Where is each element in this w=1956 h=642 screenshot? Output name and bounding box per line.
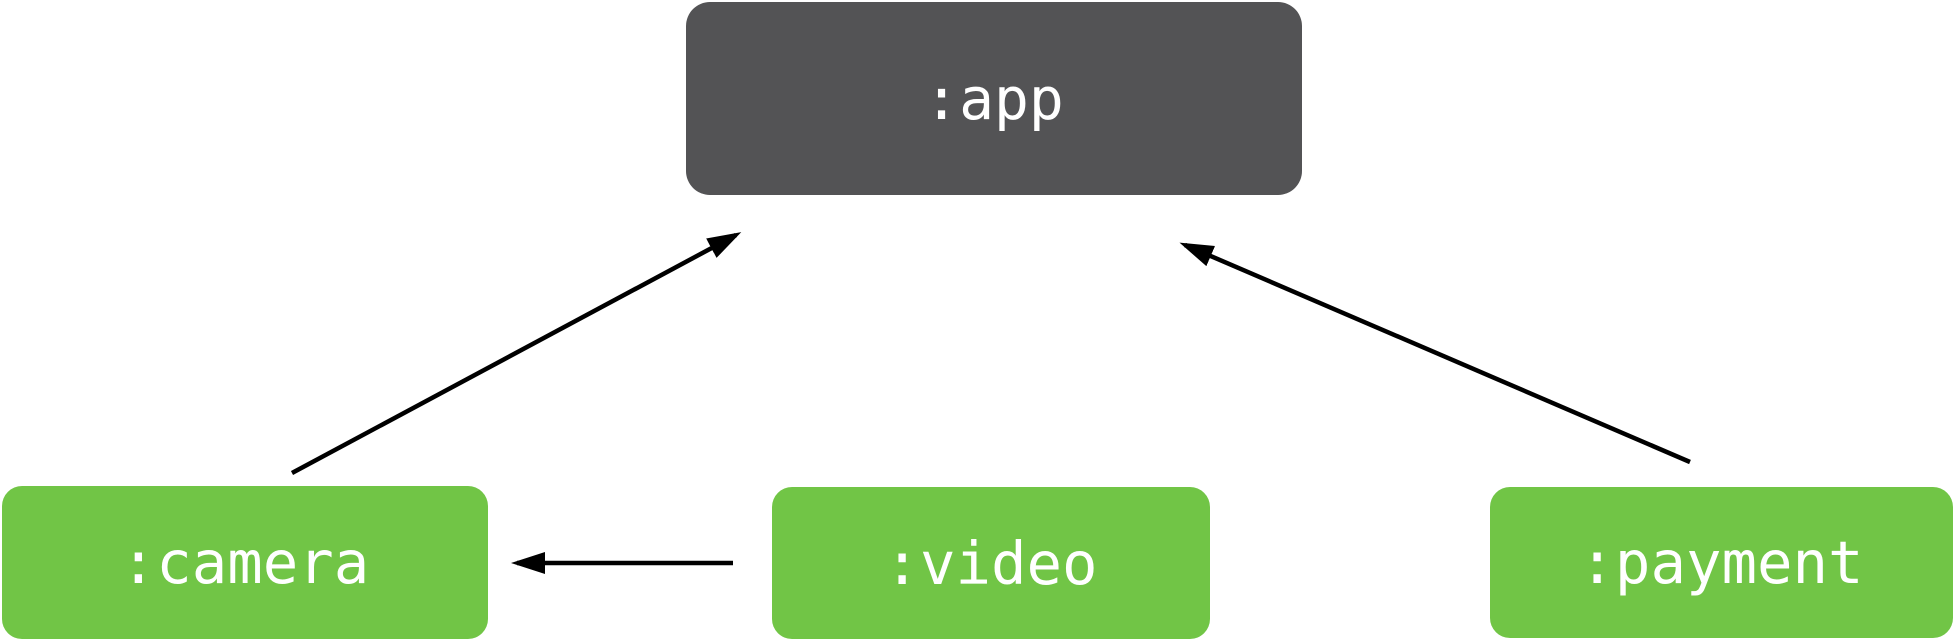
node-app-label: :app <box>924 64 1064 133</box>
node-app: :app <box>686 2 1302 195</box>
node-camera: :camera <box>2 486 488 639</box>
node-camera-label: :camera <box>120 528 370 597</box>
node-payment: :payment <box>1490 487 1953 638</box>
edge-payment-to-app <box>1179 242 1691 465</box>
node-video: :video <box>772 487 1210 639</box>
edge-camera-to-app <box>290 232 742 475</box>
node-video-label: :video <box>884 528 1098 598</box>
node-payment-label: :payment <box>1579 528 1864 597</box>
